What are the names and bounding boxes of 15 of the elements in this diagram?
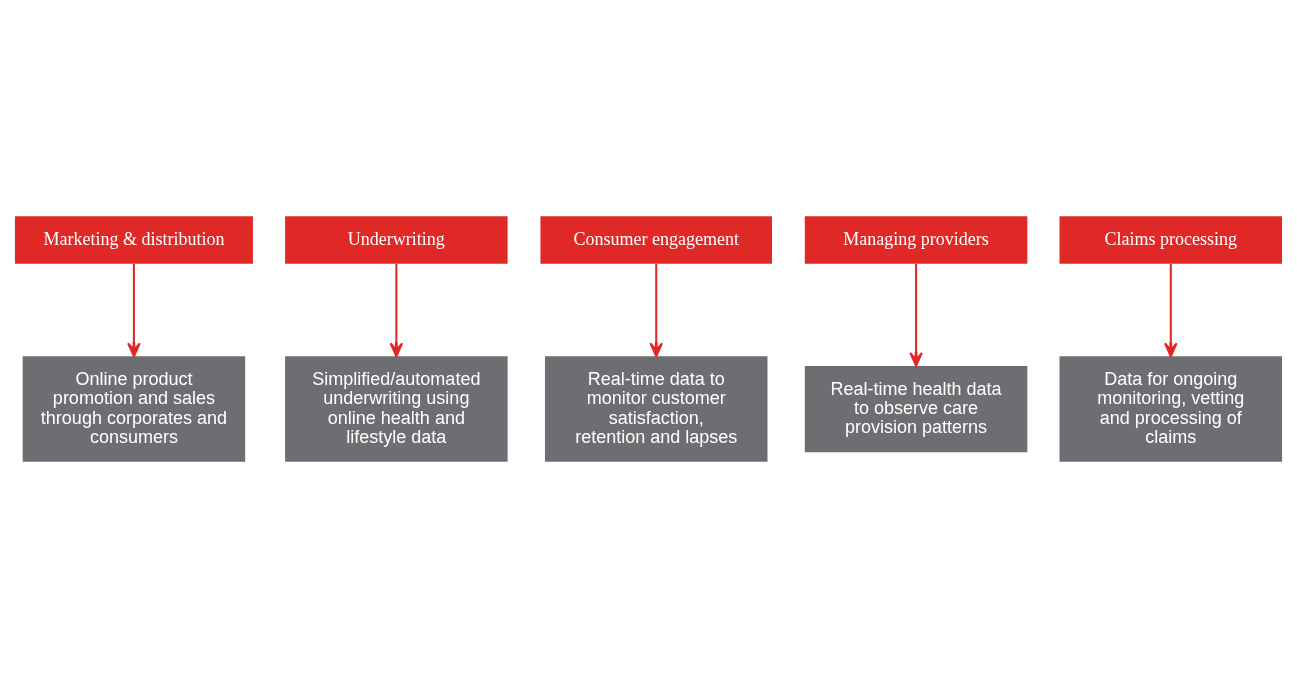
node-box: Managing providers xyxy=(804,216,1028,264)
node-box: Real-time health data to observe care provision patterns xyxy=(804,366,1028,453)
arrow xyxy=(909,264,923,367)
node-box: Marketing & distribution xyxy=(14,216,253,264)
node-box: Claims processing xyxy=(1059,216,1283,264)
arrow xyxy=(649,264,664,358)
node-box: Simplified/automated underwriting using online health and lifestyle data xyxy=(285,356,508,462)
node-box: Real-time data to monitor customer satisfaction, retention and lapses xyxy=(544,356,768,462)
node-box: Data for ongoing monitoring, vetting and processing of claims xyxy=(1059,356,1283,462)
node-box: Underwriting xyxy=(285,216,508,264)
arrow xyxy=(127,264,141,358)
node-box: Consumer engagement xyxy=(540,216,772,264)
arrow xyxy=(389,264,404,358)
arrow xyxy=(1163,264,1178,358)
node-box: Online product promotion and sales through corporates and consumers xyxy=(22,356,246,462)
